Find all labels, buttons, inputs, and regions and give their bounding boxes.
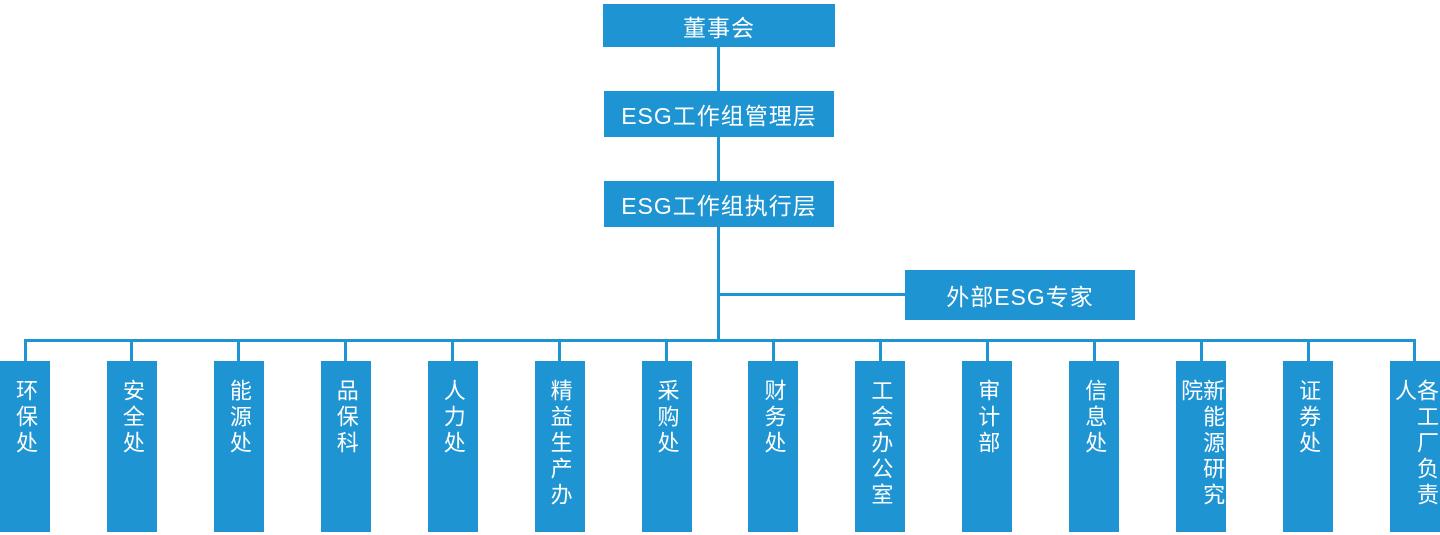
department-label: 财务处 [761,379,787,457]
department-label: 品保科 [333,379,359,457]
departments-row: 环保处 安全处 能源处 品保科 人力处 精益生产办 采购处 财务处 工会办公室 … [0,339,1440,532]
department-label: 各工厂负责人 [1391,379,1439,509]
connector-execution-to-external-experts [718,293,905,296]
department-label: 新能源研究院 [1178,379,1226,509]
department-node-energy: 能源处 [213,339,264,532]
department-node-human-resources: 人力处 [427,339,478,532]
department-node-securities: 证券处 [1283,339,1334,532]
connector-management-to-execution [717,136,720,182]
department-node-finance: 财务处 [748,339,799,532]
department-node-procurement: 采购处 [641,339,692,532]
department-node-environmental-protection: 环保处 [0,339,50,532]
department-node-new-energy-research-institute: 新能源研究院 [1176,339,1227,532]
department-label: 人力处 [440,379,466,457]
department-label: 采购处 [654,379,680,457]
department-node-union-office: 工会办公室 [855,339,906,532]
node-external-esg-experts: 外部ESG专家 [905,270,1135,320]
department-node-lean-production: 精益生产办 [534,339,585,532]
department-node-information: 信息处 [1069,339,1120,532]
node-esg-execution-layer-label: ESG工作组执行层 [621,193,817,219]
department-label: 安全处 [119,379,145,457]
connector-departments-bus [24,339,1416,342]
department-label: 能源处 [226,379,252,457]
department-label: 工会办公室 [868,379,894,509]
department-label: 审计部 [975,379,1001,457]
department-node-safety: 安全处 [106,339,157,532]
department-label: 环保处 [13,379,38,457]
node-board-of-directors: 董事会 [603,4,835,47]
department-label: 证券处 [1296,379,1322,457]
department-label: 精益生产办 [547,379,573,509]
node-esg-management-layer-label: ESG工作组管理层 [621,103,817,129]
connector-execution-to-bus [717,227,720,341]
department-node-audit: 审计部 [962,339,1013,532]
node-esg-management-layer: ESG工作组管理层 [604,91,834,137]
department-node-factory-heads: 各工厂负责人 [1389,339,1440,532]
node-board-of-directors-label: 董事会 [683,14,755,41]
department-node-quality-assurance: 品保科 [320,339,371,532]
node-esg-execution-layer: ESG工作组执行层 [604,181,834,227]
department-label: 信息处 [1082,379,1108,457]
connector-board-to-management [717,47,720,91]
node-external-esg-experts-label: 外部ESG专家 [946,284,1094,310]
